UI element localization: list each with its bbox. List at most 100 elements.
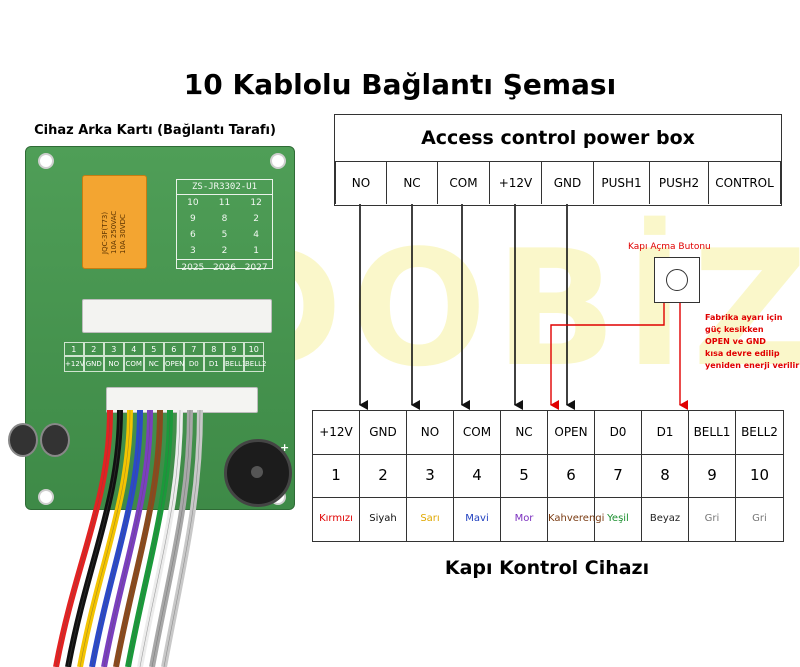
device-wire-color: Yeşil bbox=[595, 497, 642, 541]
code-cell: 3 bbox=[189, 246, 196, 256]
board-caption: Cihaz Arka Kartı (Bağlantı Tarafı) bbox=[34, 123, 276, 138]
terminal-gnd: GND bbox=[541, 161, 594, 204]
device-wire-color: Beyaz bbox=[642, 497, 689, 541]
device-wire-color: Sarı bbox=[407, 497, 454, 541]
pin-label: GND bbox=[84, 356, 104, 372]
board-wire-outline bbox=[139, 409, 181, 667]
device-terminal-number: 6 bbox=[548, 454, 595, 497]
device-terminal-name: NC bbox=[501, 411, 548, 454]
pin-label: NC bbox=[144, 356, 164, 372]
pin-header-connector bbox=[82, 299, 272, 333]
note-line: yeniden enerji verilir bbox=[705, 361, 800, 370]
table-divider bbox=[313, 497, 783, 498]
board-wire-outline bbox=[91, 409, 141, 667]
device-terminal-name: OPEN bbox=[548, 411, 595, 454]
code-cell: 12 bbox=[250, 198, 262, 208]
pin-number: 6 bbox=[164, 342, 184, 356]
pin-number: 8 bbox=[204, 342, 224, 356]
button-to-open-line bbox=[550, 301, 665, 410]
note-line: OPEN ve GND bbox=[705, 337, 766, 346]
pin-number: 7 bbox=[184, 342, 204, 356]
device-title: Kapı Kontrol Cihazı bbox=[444, 557, 650, 579]
capacitor bbox=[8, 423, 38, 457]
board-wire-outline bbox=[127, 409, 171, 667]
power-box-title: Access control power box bbox=[421, 127, 695, 149]
board-wire-outline bbox=[67, 409, 121, 667]
buzzer-center bbox=[251, 466, 263, 478]
pin-label: NO bbox=[104, 356, 124, 372]
year-cell: 2027 bbox=[240, 259, 272, 276]
door-open-button bbox=[654, 257, 700, 303]
device-terminal-name: BELL2 bbox=[741, 425, 778, 439]
device-wire-color: Gri bbox=[752, 513, 767, 524]
table-divider bbox=[313, 454, 783, 455]
power-box-arrows bbox=[359, 204, 575, 410]
pin-number: 4 bbox=[124, 342, 144, 356]
code-cell: 2 bbox=[253, 214, 260, 224]
device-terminal-name: +12V bbox=[313, 411, 360, 454]
code-cell: 8 bbox=[221, 214, 228, 224]
terminal-no: NO bbox=[335, 161, 387, 204]
mounting-hole bbox=[38, 489, 54, 505]
pin-number: 9 bbox=[224, 342, 244, 356]
relay: JQC-3F(T73) 10A 250VAC 10A 30VDC bbox=[82, 175, 147, 269]
buzzer bbox=[224, 439, 292, 507]
device-terminal-name: D0 bbox=[595, 411, 642, 454]
code-cell: 1 bbox=[253, 246, 260, 256]
board-wire-outline bbox=[79, 409, 131, 667]
device-terminal-name: NO bbox=[407, 411, 454, 454]
device-terminal-number: 10 bbox=[749, 466, 770, 484]
code-cell: 4 bbox=[253, 230, 260, 240]
device-terminal-number: 3 bbox=[407, 454, 454, 497]
device-terminal-number: 2 bbox=[360, 454, 407, 497]
year-cell: 2025 bbox=[177, 259, 209, 276]
note-line: Fabrika ayarı için bbox=[705, 313, 783, 322]
device-terminal-name: D1 bbox=[642, 411, 689, 454]
board-wire-outline bbox=[163, 409, 201, 667]
device-wire-color: Kırmızı bbox=[313, 497, 360, 541]
board-wire-outline bbox=[55, 409, 111, 667]
board-code: ZS-JR3302-U1 bbox=[177, 180, 272, 195]
terminal-12v: +12V bbox=[489, 161, 542, 204]
device-wire-color: Kahverengi bbox=[548, 497, 604, 541]
device-terminal-number: 7 bbox=[595, 454, 642, 497]
device-terminal-number: 5 bbox=[501, 454, 548, 497]
device-wire-color: Gri bbox=[689, 497, 736, 541]
circuit-board: JQC-3F(T73) 10A 250VAC 10A 30VDC ZS-JR33… bbox=[8, 146, 295, 510]
terminal-control: CONTROL bbox=[708, 161, 781, 204]
device-terminal-name: COM bbox=[454, 411, 501, 454]
pin-label: COM bbox=[124, 356, 144, 372]
code-cell: 10 bbox=[187, 198, 199, 208]
pin-label: BELL1 bbox=[224, 356, 246, 372]
pin-label: OPEN bbox=[164, 356, 184, 372]
device-terminal-number: 9 bbox=[689, 454, 736, 497]
capacitor bbox=[40, 423, 70, 457]
pin-number: 3 bbox=[104, 342, 124, 356]
terminal-push2: PUSH2 bbox=[649, 161, 709, 204]
year-cell: 2026 bbox=[208, 259, 241, 276]
device-terminal-name: GND bbox=[360, 411, 407, 454]
note-line: kısa devre edilip bbox=[705, 349, 780, 358]
pin-label: +12V bbox=[64, 356, 85, 372]
factory-reset-note: Fabrika ayarı için güç kesikken OPEN ve … bbox=[705, 312, 800, 372]
device-wire-color: Mavi bbox=[454, 497, 501, 541]
terminal-nc: NC bbox=[386, 161, 438, 204]
device-wire-color: Mor bbox=[501, 497, 548, 541]
board-wire-outline bbox=[115, 409, 161, 667]
code-cell: 9 bbox=[189, 214, 196, 224]
pin-number: 2 bbox=[84, 342, 104, 356]
pin-label: D1 bbox=[204, 356, 224, 372]
device-terminal-number: 4 bbox=[454, 454, 501, 497]
code-cell: 11 bbox=[218, 198, 231, 208]
buzzer-plus-sign: + bbox=[280, 441, 290, 454]
door-button-caption: Kapı Açma Butonu bbox=[628, 242, 711, 252]
page-title: 10 Kablolu Bağlantı Şeması bbox=[183, 68, 617, 101]
power-box: Access control power box NO NC COM +12V … bbox=[334, 114, 782, 206]
terminal-com: COM bbox=[437, 161, 490, 204]
note-line: güç kesikken bbox=[705, 325, 764, 334]
device-wire-color: Siyah bbox=[360, 497, 407, 541]
mounting-hole bbox=[38, 153, 54, 169]
